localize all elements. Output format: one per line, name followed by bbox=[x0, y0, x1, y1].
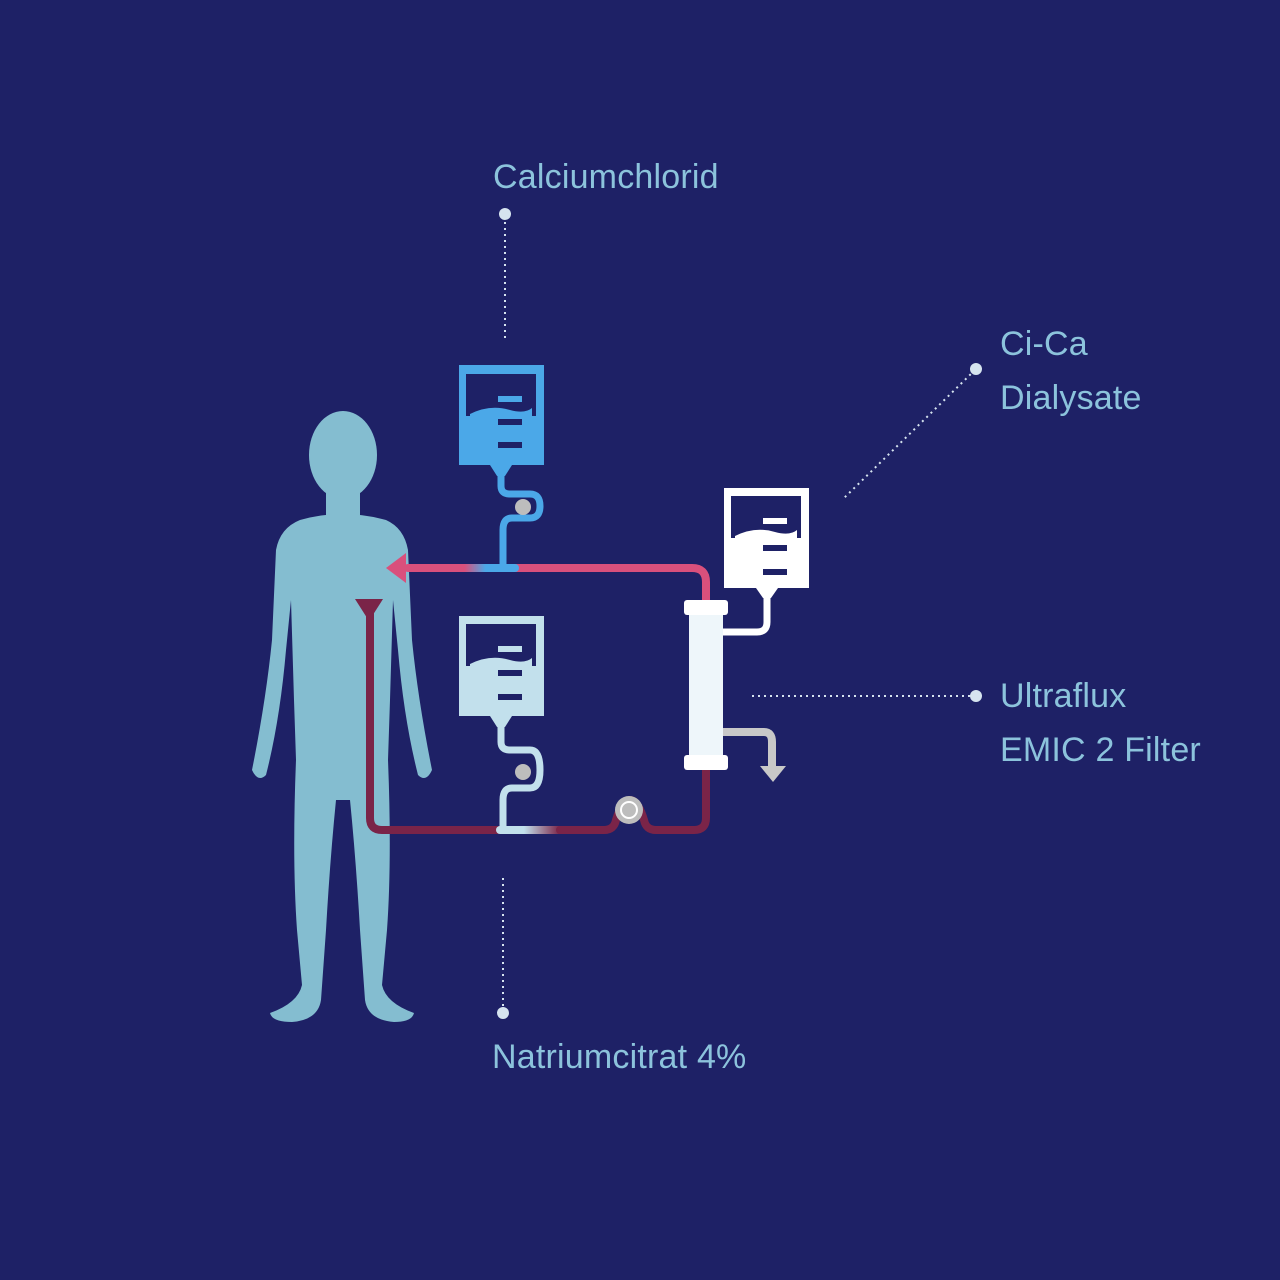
sodium-citrate-text: Natriumcitrat 4% bbox=[492, 1038, 747, 1076]
dialysate-label: Ci-Ca Dialysate bbox=[1000, 317, 1142, 425]
calcium-chloride-label: Calciumchlorid bbox=[493, 150, 719, 204]
citrate-bag-icon bbox=[459, 616, 544, 830]
dialysis-filter-icon bbox=[684, 600, 728, 770]
leader-dot-citrate bbox=[497, 1007, 509, 1019]
dialysate-label-line1: Ci-Ca bbox=[1000, 325, 1088, 363]
human-body-icon bbox=[252, 411, 432, 1022]
arterial-start-marker bbox=[355, 599, 383, 621]
filter-label-line1: Ultraflux bbox=[1000, 677, 1127, 715]
dialysate-label-line2: Dialysate bbox=[1000, 379, 1142, 417]
leader-dot-dialysate bbox=[970, 363, 982, 375]
leader-dot-filter bbox=[970, 690, 982, 702]
leader-dialysate bbox=[841, 369, 976, 501]
filter-label: Ultraflux EMIC 2 Filter bbox=[1000, 669, 1201, 777]
pump-icon bbox=[615, 796, 643, 824]
return-arrow-head bbox=[386, 553, 406, 583]
effluent-line bbox=[714, 728, 786, 782]
dialysate-bag-icon bbox=[714, 488, 809, 636]
leader-lines bbox=[502, 216, 976, 1012]
sodium-citrate-label: Natriumcitrat 4% bbox=[492, 1030, 746, 1084]
filter-label-line2: EMIC 2 Filter bbox=[1000, 731, 1201, 769]
leader-dots bbox=[497, 208, 982, 1019]
return-line bbox=[404, 564, 710, 609]
calcium-bag-icon bbox=[459, 365, 544, 568]
calcium-chloride-text: Calciumchlorid bbox=[493, 158, 719, 196]
leader-dot-calcium bbox=[499, 208, 511, 220]
